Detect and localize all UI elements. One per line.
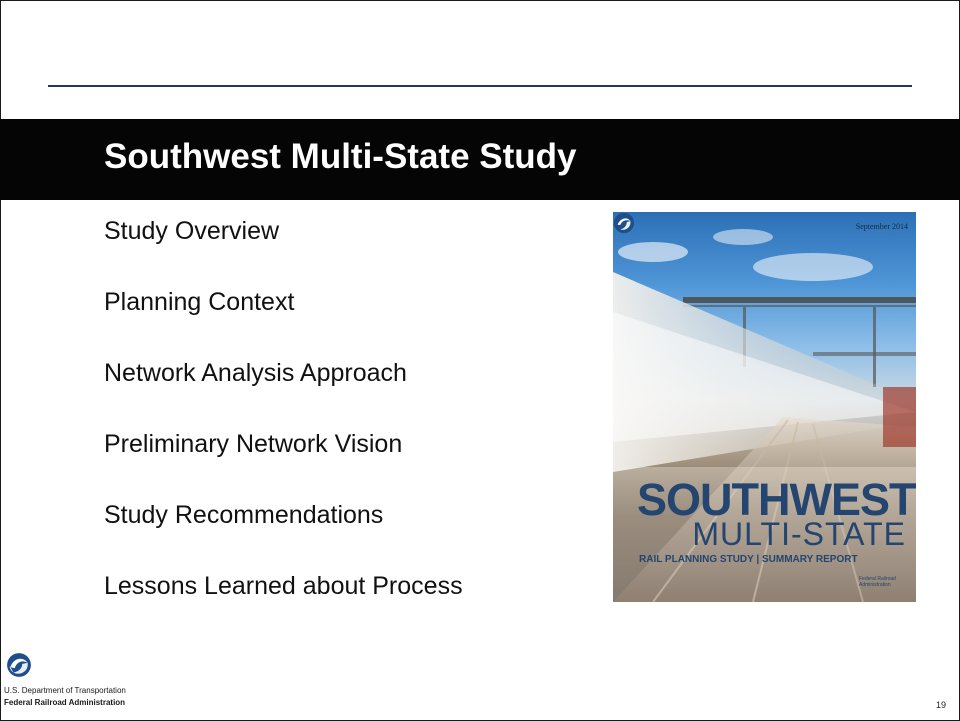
dot-triskelion-icon bbox=[7, 653, 31, 677]
page-number: 19 bbox=[935, 700, 946, 710]
footer-department: U.S. Department of Transportation bbox=[4, 686, 126, 695]
slide-title: Southwest Multi-State Study bbox=[104, 137, 577, 176]
agenda-item: Lessons Learned about Process bbox=[104, 572, 463, 600]
agenda-item: Study Recommendations bbox=[104, 501, 384, 529]
agenda-item: Study Overview bbox=[104, 217, 280, 245]
cover-logo-text: Federal Railroad Administration bbox=[859, 576, 896, 588]
agenda-item: Planning Context bbox=[104, 288, 295, 316]
cover-date: September 2014 bbox=[855, 222, 908, 231]
footer-administration: Federal Railroad Administration bbox=[4, 698, 126, 707]
title-bar bbox=[0, 119, 960, 200]
agenda-item: Network Analysis Approach bbox=[104, 359, 407, 387]
report-cover-image: September 2014 SOUTHWEST MULTI-STATE RAI… bbox=[613, 212, 916, 602]
header-rule bbox=[48, 85, 912, 87]
dot-triskelion-icon bbox=[613, 212, 635, 234]
cover-subtitle: RAIL PLANNING STUDY | SUMMARY REPORT bbox=[639, 554, 858, 565]
cover-title-line2: MULTI-STATE bbox=[692, 516, 906, 552]
train-scene-graphic bbox=[613, 229, 916, 602]
cover-title-line1: SOUTHWEST bbox=[637, 474, 916, 525]
agenda-item: Preliminary Network Vision bbox=[104, 430, 403, 458]
